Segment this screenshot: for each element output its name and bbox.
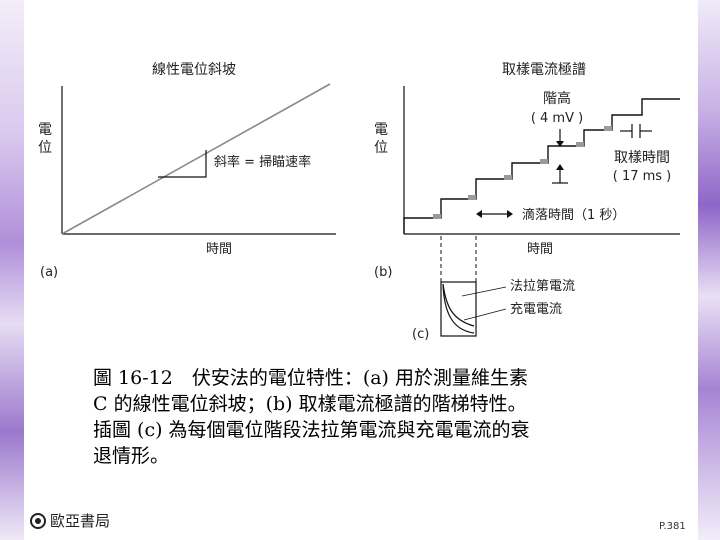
slope-label: 斜率 = 掃瞄速率 bbox=[214, 154, 311, 170]
drop-arrow-head-left bbox=[476, 210, 482, 218]
caption-line-1: 圖 16-12 伏安法的電位特性：(a) 用於測量維生素 bbox=[93, 365, 653, 391]
sample-mark bbox=[604, 126, 612, 131]
panel-b-xlabel: 時間 bbox=[527, 242, 553, 257]
charging-current-label: 充電電流 bbox=[510, 301, 562, 317]
faradaic-current-curve bbox=[443, 284, 474, 326]
panel-a-tag: (a) bbox=[40, 265, 58, 280]
caption-line-2: C 的線性電位斜坡；(b) 取樣電流極譜的階梯特性。 bbox=[93, 391, 653, 417]
drop-time-label: 滴落時間（1 秒） bbox=[522, 207, 625, 223]
step-height-label: 階高 bbox=[543, 90, 571, 107]
publisher-name: 歐亞書局 bbox=[50, 510, 110, 531]
faradaic-leader bbox=[462, 287, 506, 296]
step-height-value: ( 4 mV ) bbox=[531, 111, 583, 126]
panel-a-ylabel-2: 位 bbox=[38, 140, 52, 156]
page-number: P.381 bbox=[659, 521, 686, 532]
panel-b-ylabel-1: 電 bbox=[374, 122, 388, 138]
panel-b-ylabel-2: 位 bbox=[374, 140, 388, 156]
charging-leader bbox=[464, 309, 506, 320]
panel-b-title: 取樣電流極譜 bbox=[502, 61, 586, 78]
sampling-time-label: 取樣時間 bbox=[614, 149, 670, 166]
faradaic-current-label: 法拉第電流 bbox=[510, 279, 575, 294]
sampling-marks bbox=[433, 126, 612, 219]
step-arrow-head-up bbox=[556, 164, 564, 170]
caption-line-4: 退情形。 bbox=[93, 443, 653, 469]
sample-mark bbox=[540, 159, 548, 164]
panel-b: 取樣電流極譜 電 位 階高 ( 4 mV ) 取樣時間 ( 17 ms ) bbox=[374, 61, 680, 280]
panel-a-xlabel: 時間 bbox=[206, 242, 232, 257]
figure-caption: 圖 16-12 伏安法的電位特性：(a) 用於測量維生素 C 的線性電位斜坡；(… bbox=[93, 365, 653, 469]
figure-16-12: 線性電位斜坡 電 位 斜率 = 掃瞄速率 時間 (a) 取樣電流極譜 電 位 bbox=[0, 0, 720, 360]
slope-triangle bbox=[158, 150, 206, 177]
sample-mark bbox=[504, 175, 512, 180]
panel-b-tag: (b) bbox=[374, 265, 392, 280]
caption-line-3: 插圖 (c) 為每個電位階段法拉第電流與充電電流的衰 bbox=[93, 417, 653, 443]
drop-arrow-head-right bbox=[507, 210, 513, 218]
publisher-logo-icon bbox=[30, 513, 46, 529]
sample-mark bbox=[576, 142, 584, 147]
charging-current-curve bbox=[443, 284, 474, 333]
sample-mark bbox=[433, 214, 441, 219]
publisher-logo: 歐亞書局 bbox=[30, 510, 110, 531]
sampling-time-value: ( 17 ms ) bbox=[613, 169, 672, 184]
sample-mark bbox=[468, 195, 476, 200]
panel-a: 線性電位斜坡 電 位 斜率 = 掃瞄速率 時間 (a) bbox=[38, 62, 336, 280]
panel-a-ylabel-1: 電 bbox=[38, 122, 52, 138]
panel-c-tag: (c) bbox=[412, 327, 429, 342]
panel-a-title: 線性電位斜坡 bbox=[152, 62, 236, 78]
